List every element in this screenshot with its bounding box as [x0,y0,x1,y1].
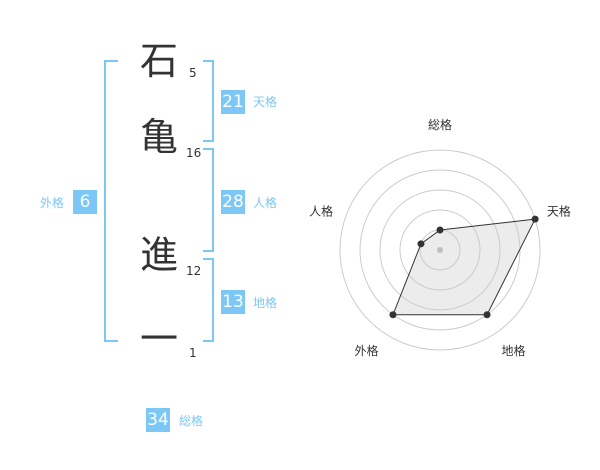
radar-point-4 [389,311,397,319]
radar-point-3 [483,311,491,319]
radar-center [437,247,443,253]
name-char-4: 一 [140,317,179,361]
radar-axis-label-4: 外格 [355,343,379,358]
chikaku-label: 地格 [253,296,278,310]
stroke-count-2: 16 [186,146,202,160]
radar-ring [399,209,481,291]
radar-axis-label-1: 総格 [428,117,452,132]
radar-ring [339,149,541,351]
stroke-count-1: 5 [189,66,197,80]
chikaku-value: 13 [221,290,245,314]
radar-series [389,215,539,319]
tenkaku-label: 天格 [253,95,278,109]
tenkaku-bracket [203,60,214,142]
tenkaku-value: 21 [221,90,245,114]
radar-axis-label-3: 地格 [501,343,525,358]
name-char-3: 進 [140,233,179,277]
radar-point-2 [531,215,539,223]
jinkaku-value: 28 [221,190,245,214]
name-char-1: 石 [140,39,179,83]
radar-point-1 [436,226,444,234]
jinkaku-bracket [203,148,214,252]
gaikaku-label: 外格 [40,196,65,210]
stroke-count-3: 12 [186,264,202,278]
gaikaku-bracket [104,60,118,342]
soukaku-label: 総格 [179,414,204,428]
gaikaku-value: 6 [73,190,97,214]
radar-axis-label-2: 天格 [547,203,571,218]
radar-series-polygon [392,218,536,316]
soukaku-value: 34 [146,408,170,432]
radar-ring [379,189,501,311]
radar-axis-label-5: 人格 [309,203,333,218]
stroke-count-4: 1 [189,346,197,360]
radar-point-5 [417,240,425,248]
chikaku-bracket [203,258,214,342]
jinkaku-label: 人格 [253,196,278,210]
name-char-2: 亀 [140,115,179,159]
